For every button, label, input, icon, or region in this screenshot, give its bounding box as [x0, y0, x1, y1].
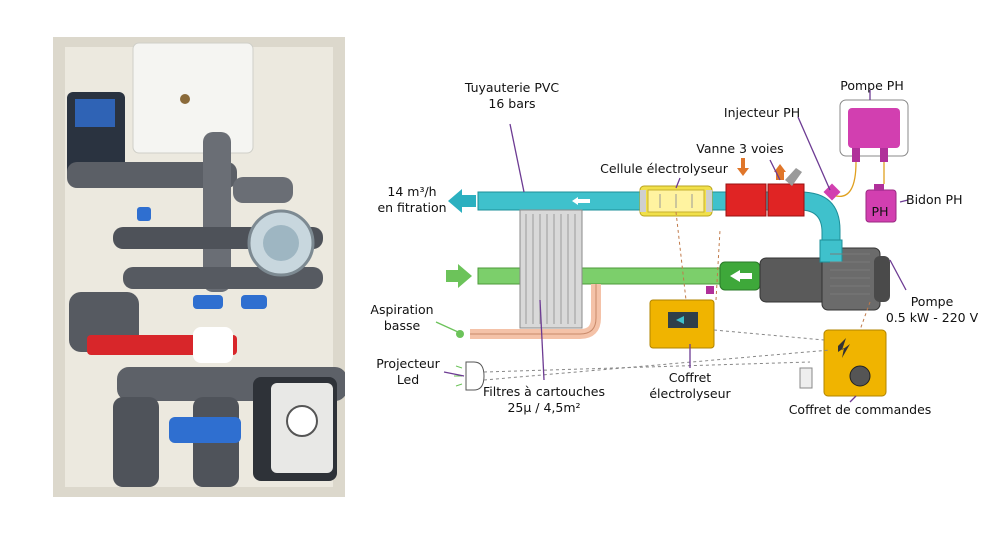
electrolyser-box-label-1: Coffret	[669, 370, 712, 385]
suction-pipe	[477, 267, 721, 285]
aspiration-label-1: Aspiration	[370, 302, 433, 317]
cartridge-filter	[519, 209, 583, 329]
bidon-ph-tag: PH	[872, 204, 889, 219]
control-box-label: Coffret de commandes	[789, 402, 932, 417]
flow-out-arrow	[448, 189, 476, 213]
valve-arrow-up	[776, 172, 784, 180]
valve-label: Vanne 3 voies	[696, 141, 783, 156]
pvc-pipe-label-1: Tuyauterie PVC	[464, 80, 560, 95]
cell-label: Cellule électrolyseur	[600, 161, 729, 176]
pump-ph-label: Pompe PH	[840, 78, 903, 93]
return-direction-arrow	[572, 197, 590, 205]
pump-label-1: Pompe	[911, 294, 954, 309]
flow-label-1: 14 m³/h	[387, 184, 436, 199]
three-way-valve-2	[767, 183, 805, 217]
equipment-photo	[53, 37, 345, 497]
led-projector	[465, 361, 485, 391]
pool-circuit-diagram: PH	[370, 78, 979, 417]
injector-ph-label: Injecteur PH	[724, 105, 800, 120]
filters-label-1: Filtres à cartouches	[483, 384, 605, 399]
flow-label-2: en fitration	[377, 200, 446, 215]
flow-in-arrow	[446, 264, 472, 288]
projector-label-1: Projecteur	[376, 356, 440, 371]
aspiration-label-2: basse	[384, 318, 421, 333]
three-way-valve	[725, 183, 767, 217]
pump-label-2: 0.5 kW - 220 V	[886, 310, 979, 325]
control-box	[823, 329, 887, 397]
pvc-pipe-label-2: 16 bars	[488, 96, 535, 111]
bidon-ph-label: Bidon PH	[906, 192, 962, 207]
valve-arrow-down	[737, 158, 749, 176]
projector-label-2: Led	[397, 372, 419, 387]
filters-label-2: 25µ / 4,5m²	[507, 400, 580, 415]
electrolyser-box-label-2: électrolyseur	[649, 386, 731, 401]
